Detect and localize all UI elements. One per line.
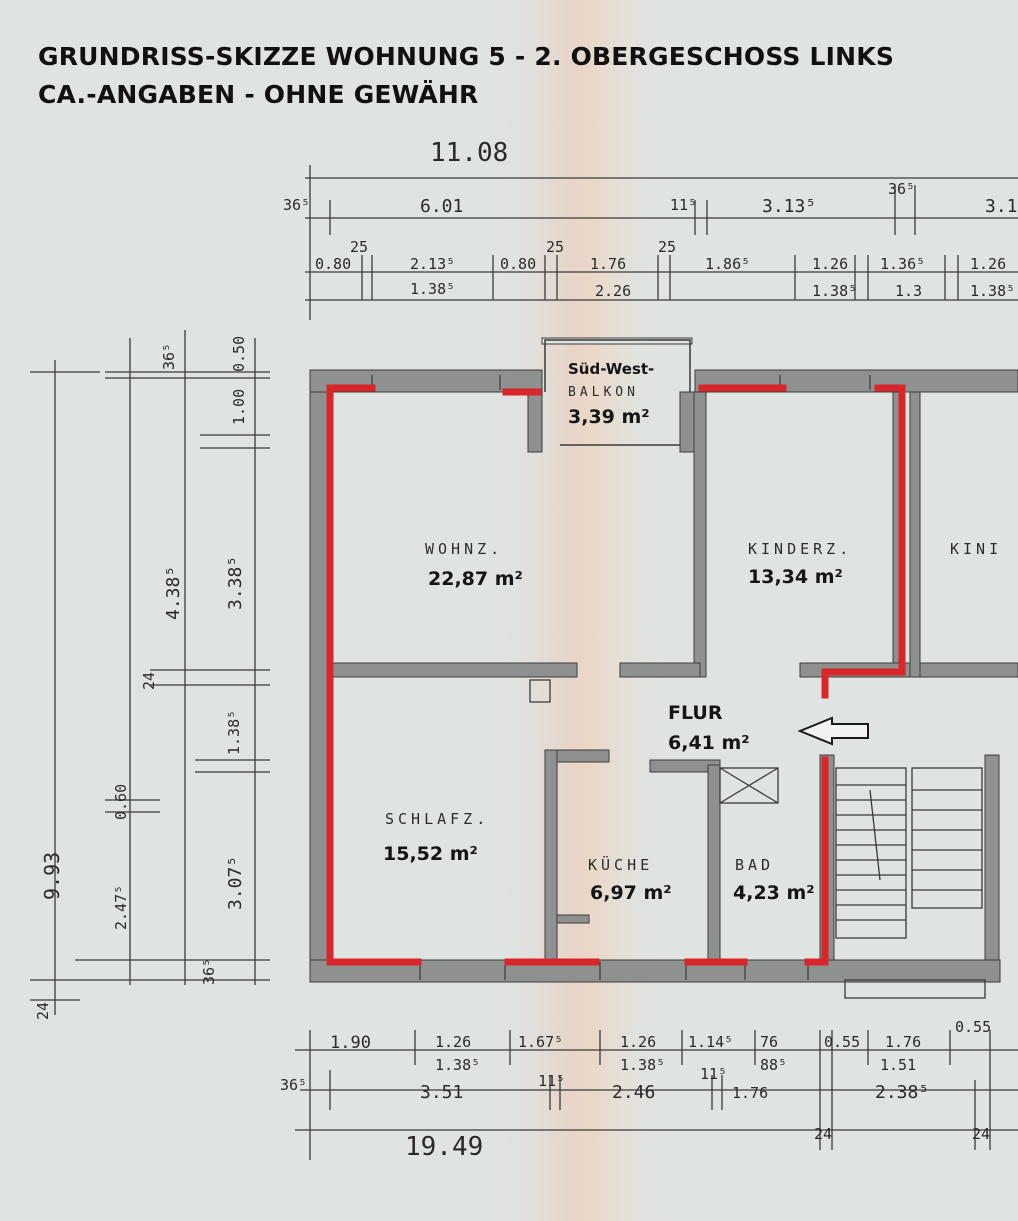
dim-bottom-3-7: 24 xyxy=(814,1125,833,1143)
wohnz-area: 22,87 m² xyxy=(428,568,523,590)
dim-bottom-3-2: 11⁵ xyxy=(538,1072,566,1090)
balkon-label: Süd-West- xyxy=(568,360,655,378)
kinderz2-name: KINI xyxy=(950,540,1003,558)
dim-bottom-1-7: 1.76 xyxy=(885,1033,922,1051)
page-title: GRUNDRISS-SKIZZE WOHNUNG 5 - 2. OBERGESC… xyxy=(38,42,895,71)
bad-area: 4,23 m² xyxy=(733,882,815,904)
dim-top-3-1: 2.26 xyxy=(595,282,632,300)
dim-top-2-0: 0.80 xyxy=(315,255,352,273)
dim-left-inner-2: 1.00 xyxy=(230,388,248,425)
wohnz-name: WOHNZ. xyxy=(425,540,504,558)
dim-left-outer-3: 24 xyxy=(34,1001,52,1020)
dim-left-outer-2: 0.60 xyxy=(112,783,130,820)
dim-bottom-3-6: 2.38⁵ xyxy=(875,1082,930,1103)
dim-top-1-5: 3.1 xyxy=(985,196,1018,217)
dim-bottom-3-4: 11⁵ xyxy=(700,1065,728,1083)
dim-top-1-3: 3.13⁵ xyxy=(762,196,817,217)
kueche-name: KÜCHE xyxy=(588,856,654,874)
dim-top-2-7: 1.86⁵ xyxy=(705,255,751,273)
dim-top-2-5: 1.76 xyxy=(590,255,627,273)
dim-top-2-1: 25 xyxy=(350,238,369,256)
dim-top-2-8: 1.26 xyxy=(812,255,849,273)
dim-total-bottom: 19.49 xyxy=(405,1132,484,1162)
dim-top-3-4: 1.38⁵ xyxy=(970,282,1016,300)
dim-total-top: 11.08 xyxy=(430,138,509,168)
dim-top-2-3: 0.80 xyxy=(500,255,537,273)
dim-left-inner-1: 3.38⁵ xyxy=(225,555,246,610)
dim-bottom-3-0: 36⁵ xyxy=(280,1076,308,1094)
dim-left-inner-6: 1.38⁵ xyxy=(225,709,243,755)
kinderz-name: KINDERZ. xyxy=(748,540,853,558)
dim-bottom-3-5: 1.76 xyxy=(732,1084,769,1102)
apartment-boundary xyxy=(326,384,906,966)
dim-bottom-3-8: 24 xyxy=(972,1125,991,1143)
entry-arrow xyxy=(797,716,869,746)
balkon-name: BALKON xyxy=(568,385,639,400)
dim-bottom-2-1: 1.38⁵ xyxy=(620,1056,666,1074)
page-subtitle: CA.-ANGABEN - OHNE GEWÄHR xyxy=(38,80,479,109)
dim-top-2-6: 25 xyxy=(658,238,677,256)
dim-bottom-1-4: 1.14⁵ xyxy=(688,1033,734,1051)
dim-left-inner-5: 24 xyxy=(140,671,158,690)
schlafz-area: 15,52 m² xyxy=(383,843,478,865)
top-dimension-lines xyxy=(305,165,1018,320)
dim-left-outer-1: 2.47⁵ xyxy=(112,884,130,930)
flur-name: FLUR xyxy=(668,702,723,724)
dim-top-1-4: 36⁵ xyxy=(888,180,916,198)
dim-top-1-2: 11⁵ xyxy=(670,196,698,214)
dim-bottom-1-5: 76 xyxy=(760,1033,779,1051)
dim-left-inner-8: 36⁵ xyxy=(200,957,218,985)
schlafz-name: SCHLAFZ. xyxy=(385,810,490,828)
dim-top-1-0: 36⁵ xyxy=(283,196,311,214)
dim-top-2-10: 1.26 xyxy=(970,255,1007,273)
dim-top-2-4: 25 xyxy=(546,238,565,256)
dim-left-outer-0: 9.93 xyxy=(40,851,64,900)
dim-bottom-1-2: 1.67⁵ xyxy=(518,1033,564,1051)
staircase xyxy=(835,767,986,999)
left-dimension-lines xyxy=(30,330,270,1015)
bottom-dimension-lines xyxy=(295,1030,1018,1160)
balcony-outline xyxy=(544,339,691,446)
dim-top-2-9: 1.36⁵ xyxy=(880,255,926,273)
balkon-area: 3,39 m² xyxy=(568,406,650,428)
dim-bottom-1-0: 1.90 xyxy=(330,1033,371,1053)
dim-top-3-0: 1.38⁵ xyxy=(410,280,456,298)
dim-top-1-1: 6.01 xyxy=(420,196,464,217)
dim-bottom-3-1: 3.51 xyxy=(420,1082,464,1103)
flur-area: 6,41 m² xyxy=(668,732,750,754)
bad-name: BAD xyxy=(735,856,775,874)
dim-bottom-1-6: 0.55 xyxy=(824,1033,861,1051)
dim-left-inner-3: 0.50 xyxy=(230,335,248,372)
dim-bottom-1-8: 0.55 xyxy=(955,1018,992,1036)
dim-left-inner-4: 36⁵ xyxy=(160,342,178,370)
kueche-area: 6,97 m² xyxy=(590,882,672,904)
dim-bottom-2-3: 1.51 xyxy=(880,1056,917,1074)
dim-bottom-3-3: 2.46 xyxy=(612,1082,656,1103)
dim-left-inner-7: 3.07⁵ xyxy=(225,855,246,910)
dim-bottom-1-3: 1.26 xyxy=(620,1033,657,1051)
dim-bottom-2-2: 88⁵ xyxy=(760,1056,788,1074)
dim-bottom-1-1: 1.26 xyxy=(435,1033,472,1051)
dim-top-3-2: 1.38⁵ xyxy=(812,282,858,300)
dim-top-3-3: 1.3 xyxy=(895,282,923,300)
dim-top-2-2: 2.13⁵ xyxy=(410,255,456,273)
shaft xyxy=(529,679,779,804)
dim-bottom-2-0: 1.38⁵ xyxy=(435,1056,481,1074)
dim-left-inner-0: 4.38⁵ xyxy=(163,565,184,620)
kinderz-area: 13,34 m² xyxy=(748,566,843,588)
